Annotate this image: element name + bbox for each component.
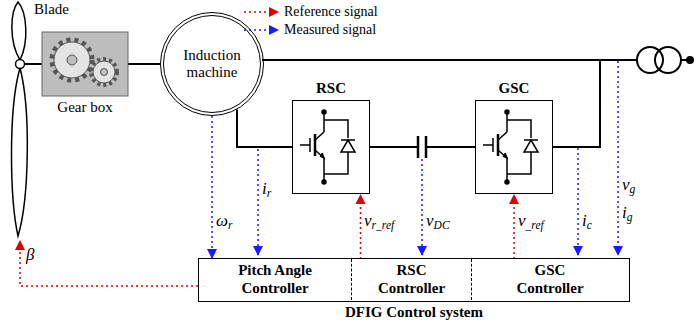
measured-signal-wire <box>257 149 259 255</box>
power-line <box>237 110 292 147</box>
signal-name: β <box>26 246 34 265</box>
legend-sample <box>244 11 278 13</box>
machine-circle: Induction machine <box>160 12 264 116</box>
signal-name: vDC <box>426 212 450 231</box>
turbine-blade <box>16 60 25 69</box>
legend-sample <box>244 29 278 31</box>
measured-signal-wire <box>421 159 423 255</box>
converter-switch <box>300 110 355 184</box>
power-wire <box>262 57 693 147</box>
gearbox-symbol <box>42 32 128 96</box>
capacitor-symbol <box>418 136 426 158</box>
controller-section: RSC Controller <box>351 259 471 300</box>
signal-name: ir <box>262 180 271 199</box>
turbine-blade <box>24 63 42 65</box>
gearbox-symbol <box>52 40 92 80</box>
converter-switch <box>300 110 538 184</box>
power-wire <box>262 59 637 61</box>
part-name: Blade <box>34 1 69 18</box>
node-text: RSC Controller <box>372 262 451 297</box>
controller-section: Pitch Angle Controller <box>199 259 351 300</box>
signal-name: ig <box>622 204 633 223</box>
power-wire <box>553 60 600 147</box>
converter-switch <box>483 110 538 184</box>
transformer-symbol <box>655 47 681 73</box>
gearbox-symbol <box>93 61 115 83</box>
measured-signal-wire <box>258 61 618 255</box>
signal-name: vg <box>622 176 635 195</box>
transformer-symbol <box>637 47 681 73</box>
node-text: Gear box <box>57 99 112 116</box>
legend-text: Measured signal <box>284 22 376 37</box>
signal-arrow <box>211 116 213 258</box>
reference-signal-wire <box>20 241 198 286</box>
node-text: RSC <box>316 80 346 97</box>
power-line <box>128 63 160 65</box>
turbine-blade <box>12 68 28 236</box>
gearbox-symbol <box>54 42 90 78</box>
node-text: Induction machine <box>176 47 248 82</box>
capacitor-symbol <box>417 136 420 158</box>
node-text: Pitch Angle Controller <box>221 262 329 297</box>
measured-signal-wire <box>617 61 619 255</box>
measured-signal-wire <box>577 148 579 255</box>
signal-name: ic <box>582 212 592 231</box>
gearbox-symbol <box>67 55 77 65</box>
legend-sample <box>244 12 278 30</box>
signal-name: ωr <box>216 212 233 231</box>
gearbox-box: Gear box <box>42 32 128 96</box>
signal-name: vr_ref <box>364 212 394 231</box>
converter-box: RSC <box>292 100 370 194</box>
legend-text: Reference signal <box>284 4 378 19</box>
turbine-blade <box>12 2 26 60</box>
gearbox-symbol <box>42 32 128 96</box>
reference-signal-wire <box>20 241 198 286</box>
signal-arrow <box>360 195 362 259</box>
node-text: GSC <box>499 80 530 97</box>
signal-arrow <box>513 195 515 259</box>
gearbox-symbol <box>101 69 108 76</box>
controller-section: GSC Controller <box>471 259 628 300</box>
capacitor-symbol <box>419 138 426 156</box>
node-text: DFIG Control system <box>345 304 483 321</box>
converter-box: GSC <box>475 100 553 194</box>
signal-name: v_ref <box>518 212 544 231</box>
turbine-blade <box>12 2 43 236</box>
node-text: GSC Controller <box>510 262 590 297</box>
gearbox-symbol <box>91 59 117 85</box>
power-wire <box>687 57 693 63</box>
control-system-box: DFIG Control systemPitch Angle Controlle… <box>198 258 630 302</box>
capacitor-symbol <box>425 136 428 158</box>
